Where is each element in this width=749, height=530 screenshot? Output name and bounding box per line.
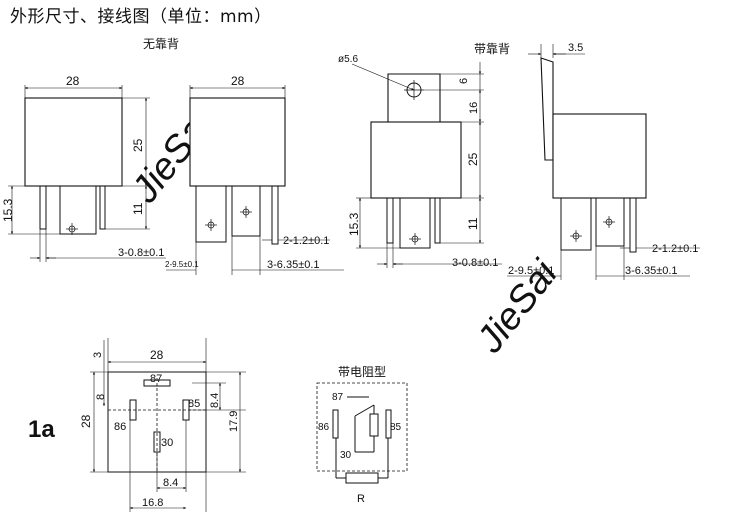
- dim-height: 25: [131, 138, 145, 152]
- dim-pin-width-3: 3-6.35±0.1: [267, 259, 320, 271]
- front-view-with-bracket: ø5.6 6 16 25 11: [338, 54, 502, 269]
- side-view-no-bracket: 2-1.2±0.1 2-9.5±0.1 3-6.35±0.1: [165, 85, 344, 275]
- dim-bracket: 16: [468, 102, 480, 114]
- dim-17-9: 17.9: [228, 411, 240, 432]
- dim-pin-width: 3-0.8±0.1: [452, 257, 498, 269]
- dim-pin-length: 11: [466, 217, 480, 230]
- dim-16-8: 16.8: [142, 497, 163, 509]
- schematic-pin-87: 87: [332, 392, 344, 403]
- dim-height: 25: [466, 152, 480, 166]
- front-view-no-bracket: 28 25 11 15.3 3: [1, 74, 166, 262]
- pin-86: 86: [114, 421, 126, 433]
- dim-pin-width-2: 2-9.5±0.1: [508, 265, 554, 277]
- dim-top: 6: [458, 78, 470, 84]
- dim-pin-width-3: 3-6.35±0.1: [625, 265, 678, 277]
- dim-8: 8: [95, 394, 107, 400]
- dim-width: 28: [66, 74, 80, 88]
- pin-85: 85: [188, 398, 200, 410]
- page-title: 外形尺寸、接线图（单位：mm）: [10, 7, 272, 27]
- schematic-pin-30: 30: [340, 450, 352, 461]
- dim-bottom: 15.3: [1, 198, 15, 222]
- schematic-pin-86: 86: [318, 422, 330, 433]
- dim-left: 28: [79, 414, 93, 428]
- label-no-bracket: 无靠背: [143, 37, 179, 51]
- dim-offset: 3: [92, 352, 104, 358]
- dim-pin-width: 3-0.8±0.1: [118, 247, 164, 259]
- dim-pin-width-2: 2-9.5±0.1: [165, 260, 199, 269]
- label-with-bracket: 带靠背: [474, 42, 510, 56]
- schematic-resistor-label: R: [357, 493, 365, 505]
- dim-hole: ø5.6: [338, 54, 358, 65]
- dim-pin-thickness: 2-1.2±0.1: [652, 243, 698, 255]
- pin-87: 87: [150, 373, 162, 385]
- dim-bracket-thickness: 3.5: [568, 42, 583, 54]
- schematic-title: 带电阻型: [338, 365, 386, 379]
- schematic-diagram: 87 86 85 30 R: [316, 382, 408, 505]
- dim-bottom: 15.3: [347, 212, 361, 236]
- dim-pin-length: 11: [131, 202, 145, 215]
- footprint-view: 28 28 3 8 87 86 85 30: [79, 338, 246, 512]
- schematic-pin-85: 85: [390, 422, 402, 433]
- side-view-with-bracket: 3.5 2-1.2±0.1 2-9.5±0.1 3-6.35±0.1: [507, 42, 700, 280]
- dim-side-width: 28: [231, 74, 245, 88]
- dim-pin-thickness: 2-1.2±0.1: [283, 235, 329, 247]
- dim-top: 28: [150, 348, 164, 362]
- model-label: 1a: [28, 416, 55, 443]
- dim-8-4-horizontal: 8.4: [163, 477, 178, 489]
- pin-30: 30: [161, 437, 173, 449]
- dim-8-4-vertical: 8.4: [209, 393, 221, 408]
